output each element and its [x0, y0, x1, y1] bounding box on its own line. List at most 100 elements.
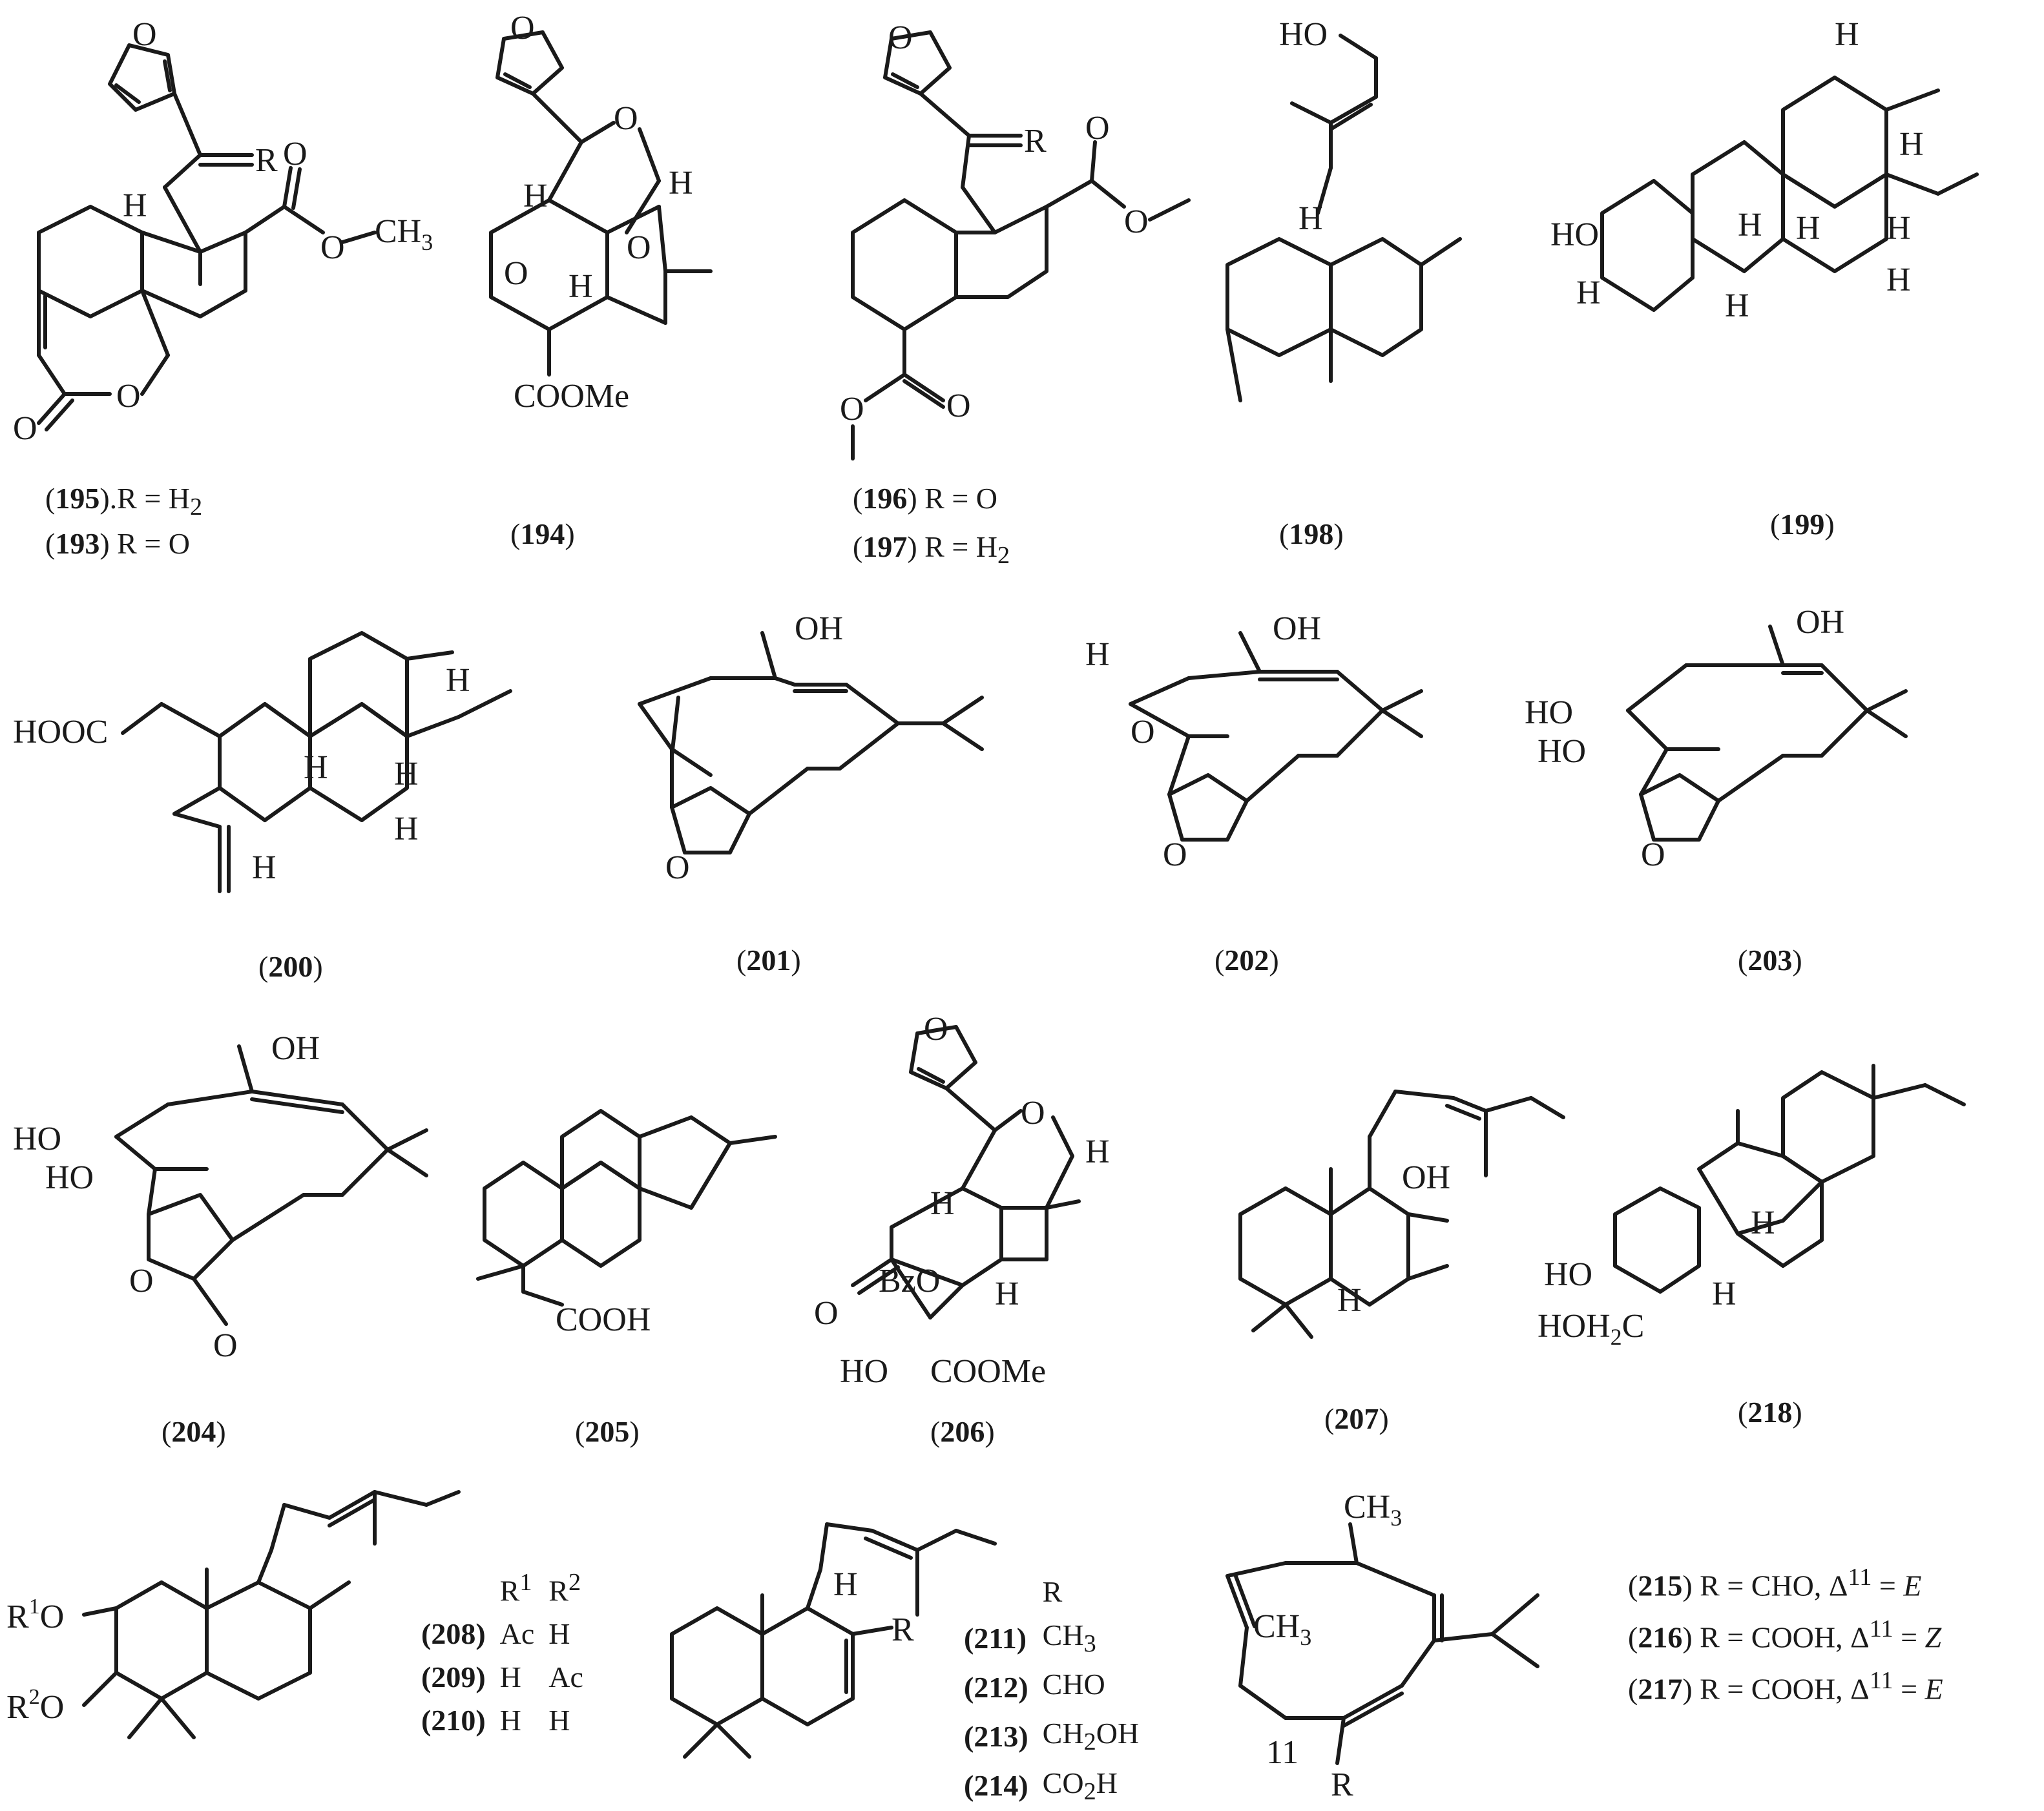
h-label: H: [123, 187, 147, 224]
coome-label: COOMe: [930, 1353, 1046, 1390]
row-id: (212): [964, 1670, 1028, 1704]
row-r2: H: [548, 1617, 570, 1651]
hydroxyl-label: OH: [1402, 1159, 1450, 1196]
r-group-label: R: [255, 142, 278, 179]
table-row: (211)CH3: [964, 1614, 1152, 1662]
h-label: H: [833, 1566, 858, 1603]
row-id: (209): [421, 1661, 486, 1694]
label-218: (218): [1738, 1396, 1802, 1429]
h-label-5: H: [252, 849, 276, 886]
structure-206: O O H H H BzO O HO COOMe: [814, 1014, 1110, 1390]
ester-oxygen-label: O: [1124, 203, 1149, 240]
row-id: (211): [964, 1621, 1027, 1655]
table-header-r1: R1: [499, 1569, 532, 1608]
h-label-4: H: [394, 811, 419, 847]
ring-oxygen-2-label: O: [627, 229, 651, 266]
row-r1: H: [499, 1661, 521, 1694]
structure-207: OH H: [1238, 1090, 1565, 1339]
table-row: (208) Ac H: [421, 1613, 596, 1655]
row-id: (213): [964, 1719, 1028, 1753]
table-header-id: [421, 1564, 499, 1611]
hydroxyl-label: HO: [840, 1353, 888, 1390]
structure-218: H H HO HOH2C: [1538, 1064, 1966, 1350]
h-label-1: H: [1085, 1133, 1110, 1170]
label-197: (197) R = H2: [853, 530, 1010, 570]
label-207: (207): [1324, 1402, 1389, 1435]
hydroxyl-label-3: HO: [45, 1159, 94, 1196]
structure-199: H H HO H H H H H H: [1550, 16, 1979, 324]
row-r: CH2OH: [1042, 1717, 1140, 1756]
carbonyl-oxygen-label: O: [283, 136, 308, 172]
label-196: (196) R = O: [853, 482, 997, 515]
epoxide-oxygen-label: O: [1131, 714, 1155, 750]
furan-oxygen-label: O: [132, 19, 157, 53]
h-label-6: H: [1886, 210, 1911, 247]
label-206: (206): [930, 1415, 995, 1448]
label-204: (204): [162, 1415, 226, 1448]
furan-oxygen-label: O: [665, 849, 690, 886]
h-label: H: [1085, 636, 1110, 673]
label-216: (216) R = COOH, Δ11 = Z: [1628, 1615, 1942, 1654]
ketone-oxygen-label: O: [814, 1295, 839, 1332]
table-row: (209) H Ac: [421, 1656, 596, 1698]
hydroxyl-label: HO: [1279, 16, 1328, 53]
hydroxyl-label: HO: [1550, 216, 1599, 253]
label-203: (203): [1738, 944, 1802, 977]
h-label-2: H: [930, 1185, 955, 1222]
label-195: (195).R = H2: [45, 482, 203, 521]
structure-211-214: H R: [670, 1522, 997, 1759]
lactone-carbonyl-label: O: [13, 410, 37, 447]
r-group-label: R: [1024, 123, 1047, 160]
table-header-row: R1 R2: [421, 1564, 596, 1611]
methyl-label-top: CH3: [1344, 1489, 1402, 1531]
label-217: (217) R = COOH, Δ11 = E: [1628, 1667, 1943, 1706]
label-205: (205): [575, 1415, 640, 1448]
h-label-2: H: [1899, 126, 1924, 163]
row-r: CHO: [1042, 1668, 1105, 1701]
hydroxyl-label-2: HO: [13, 1121, 61, 1157]
h-label-3: H: [1576, 274, 1601, 311]
table-row: (212) CHO: [964, 1663, 1152, 1711]
furan-oxygen-label: O: [1641, 836, 1665, 873]
structure-194: O O H O O H H COOMe: [489, 13, 713, 415]
structure-196-197: O R O O O O: [840, 19, 1191, 461]
table-211-214: R (211)CH3 (212)CHO (213)CH2OH (214)CO2H: [963, 1569, 1153, 1811]
h-label-1: H: [669, 165, 693, 202]
table-header-row: R: [964, 1571, 1152, 1613]
structure-198: HO H: [1225, 16, 1462, 402]
hydroxyl-label: HO: [1544, 1256, 1592, 1293]
h-label: H: [1298, 200, 1323, 237]
row-r1: Ac: [499, 1617, 535, 1651]
structure-204: OH HO HO O O: [13, 1030, 428, 1364]
furan-oxygen-label: O: [1163, 836, 1187, 873]
benzoyloxy-label: BzO: [879, 1263, 940, 1299]
ester-carbonyl-label: O: [1085, 110, 1110, 147]
structure-193-195: O R H O O CH3 O O: [13, 19, 433, 447]
h-label-7: H: [1725, 287, 1749, 324]
carboxylic-acid-label: HOOC: [13, 714, 108, 750]
ester-oxygen-2-label: O: [840, 391, 864, 428]
furan-oxygen-label: O: [888, 19, 913, 56]
lactone-ring-oxygen-label: O: [116, 378, 141, 415]
h-label-1: H: [446, 662, 470, 699]
ester-carbonyl-2-label: O: [946, 388, 971, 424]
h-label-2: H: [304, 749, 328, 786]
h-label-1: H: [1751, 1205, 1775, 1241]
table-row: (213) CH2OH: [964, 1712, 1152, 1760]
h-label-8: H: [1886, 262, 1911, 298]
furan-oxygen-label: O: [510, 13, 535, 47]
r1-oxy-label: R1O: [6, 1595, 64, 1635]
bridge-oxygen-label: O: [504, 255, 528, 292]
structure-200: HOOC H H H H H: [13, 631, 512, 893]
hydroxyl-label-1: OH: [1796, 604, 1844, 641]
coome-label: COOMe: [514, 378, 629, 415]
row-id: (208): [421, 1617, 486, 1651]
h-label-3: H: [568, 268, 593, 305]
methyl-label-left: CH3: [1253, 1608, 1311, 1650]
row-r2: Ac: [548, 1661, 583, 1694]
h-label-4: H: [1738, 207, 1762, 243]
hydroxymethyl-label: HOH2C: [1538, 1308, 1644, 1350]
structure-203: OH HO HO O: [1525, 604, 1908, 873]
label-215: (215) R = CHO, Δ11 = E: [1628, 1564, 1922, 1602]
